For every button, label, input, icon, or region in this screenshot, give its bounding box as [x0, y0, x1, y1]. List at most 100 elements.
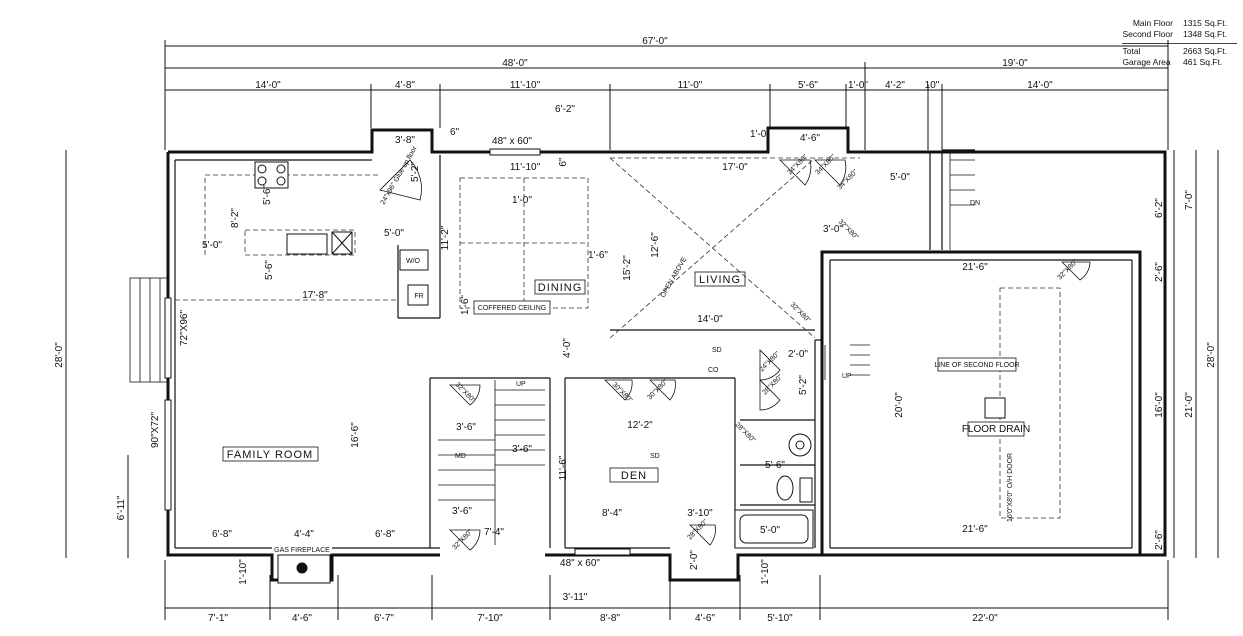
stair-md-label: MD	[455, 453, 466, 460]
co-detector-label: CO	[708, 367, 719, 374]
dim-6-11: 6'-11"	[116, 495, 127, 520]
interior-walls	[174, 149, 1133, 549]
exterior-walls	[166, 126, 1167, 582]
dim-3-0: 3'-0"	[823, 224, 843, 235]
open-above-label: OPEN ABOVE	[660, 256, 689, 299]
dim-7-4: 7'-4"	[484, 527, 504, 538]
dim-2-0: 2'-0"	[788, 349, 808, 360]
main-stairs	[438, 152, 975, 545]
room-den: DEN	[621, 470, 647, 482]
area-row-total: Total 2663 Sq.Ft.	[1122, 43, 1237, 57]
floor-drain-box	[984, 397, 1006, 419]
dim-5-2-b: 5'-2"	[798, 375, 809, 395]
dim-house-width: 48'-0"	[502, 58, 528, 69]
door-label-2: 34"X80"	[814, 153, 837, 176]
dim-1-10: 1'-10"	[238, 559, 249, 585]
garage-area-label: Garage Area	[1122, 57, 1171, 67]
window-90x72-label: 90"X72"	[150, 412, 161, 448]
area-row-main: Main Floor 1315 Sq.Ft.	[1122, 18, 1237, 29]
fridge-label: FR	[414, 293, 423, 300]
stair-up-label-2: UP	[842, 373, 852, 380]
dim-4-6: 4'-6"	[800, 133, 820, 144]
dim-top-5: 5'-6"	[798, 80, 818, 91]
dim-top-1: 14'-0"	[255, 80, 281, 91]
toilet	[776, 475, 794, 501]
kitchen-sink	[286, 233, 328, 255]
dim-5-0-c: 5'-0"	[384, 228, 404, 239]
dim-top-7: 4'-2"	[885, 80, 905, 91]
kitchen-fixtures	[254, 161, 429, 306]
dim-bottom-6: 4'-6"	[695, 613, 715, 624]
door-label-5: 32"X80"	[789, 301, 812, 324]
room-family-room: FAMILY ROOM	[227, 449, 313, 461]
dim-3-8: 3'-8"	[395, 135, 415, 146]
dim-5-6-c: 5'-6"	[765, 460, 785, 471]
room-dining: DINING	[538, 282, 583, 294]
dim-5-2: 5'-2"	[410, 162, 421, 182]
dim-11-2: 11'-2"	[440, 225, 451, 250]
door-label-14: 32"X80"	[451, 528, 474, 551]
door-label-9: 30"X80"	[646, 378, 669, 401]
dim-2-0-b: 2'-0"	[689, 550, 700, 570]
window-48x60-b-label: 48" x 60"	[560, 558, 600, 569]
dim-top-4: 11'-0"	[678, 80, 703, 91]
main-floor-label: Main Floor	[1132, 18, 1173, 28]
door-label-13: 28"X80"	[686, 518, 709, 541]
dim-1-0-b: 1'-0"	[512, 195, 532, 206]
total-label: Total	[1122, 46, 1141, 56]
door-label-3: 34"X80"	[836, 168, 859, 191]
floor-drain-label: FLOOR DRAIN	[962, 424, 1030, 435]
second-floor-value: 1348 Sq.Ft.	[1183, 29, 1227, 39]
stair-down-label: DN	[970, 200, 980, 207]
fridge-box	[407, 284, 429, 306]
gas-fireplace-box	[277, 554, 331, 584]
dim-1-10-b: 1'-10"	[760, 559, 771, 585]
dim-bottom-1: 7'-1"	[208, 613, 228, 624]
dim-bottom-3: 6'-7"	[374, 613, 394, 624]
dim-17-0: 17'-0"	[722, 162, 748, 173]
dim-top-3: 11'-10"	[510, 80, 541, 91]
door-label-12: 28"X80"	[734, 421, 757, 444]
window-72x96-label: 72"X96"	[179, 310, 190, 346]
area-row-garage: Garage Area 461 Sq.Ft.	[1122, 57, 1237, 68]
dim-1-0: 1'-0"	[750, 129, 770, 140]
dim-4-4: 4'-4"	[294, 529, 314, 540]
total-value: 2663 Sq.Ft.	[1183, 46, 1227, 56]
side-deck-stair	[129, 277, 169, 383]
dim-top-6: 1'-0"	[848, 80, 868, 91]
smoke-detector-1-label: SD	[712, 347, 722, 354]
dim-1-6-b: 1'-6"	[460, 295, 471, 315]
dim-11-10: 11'-10"	[510, 162, 541, 173]
dim-14-0: 14'-0"	[697, 314, 723, 325]
dim-5-0: 5'-0"	[890, 172, 910, 183]
coffered-ceiling-label: COFFERED CEILING	[478, 305, 546, 312]
main-floor-value: 1315 Sq.Ft.	[1183, 18, 1227, 28]
door-swings	[379, 159, 1091, 551]
line-of-second-floor-label: LINE OF SECOND FLOOR	[934, 362, 1019, 369]
dim-right-2: 6'-2"	[1154, 198, 1165, 218]
dim-top-9: 14'-0"	[1027, 80, 1053, 91]
windows	[164, 148, 631, 556]
dim-top-8: 10"	[925, 80, 940, 91]
garage-area-value: 461 Sq.Ft.	[1183, 57, 1223, 67]
dim-right-3: 2'-6"	[1154, 262, 1165, 282]
dim-4-0: 4'-0"	[562, 338, 573, 358]
kitchen-counters	[175, 157, 1061, 519]
room-living: LIVING	[699, 274, 741, 286]
dim-right-1: 7'-0"	[1184, 190, 1195, 210]
dim-depth-right: 28'-0"	[1206, 342, 1217, 368]
dim-3-6: 3'-6"	[456, 422, 476, 433]
dim-5-6-b: 5'-6"	[262, 185, 273, 205]
smoke-detector-2-label: SD	[650, 453, 660, 460]
dim-5-0-d: 5'-0"	[760, 525, 780, 536]
dim-right-6: 2'-6"	[1154, 530, 1165, 550]
dim-3-11: 3'-11"	[563, 592, 588, 603]
dim-6-8: 6'-8"	[212, 529, 232, 540]
dim-right-5: 21'-0"	[1184, 392, 1195, 418]
gas-fireplace-label: GAS FIREPLACE	[274, 547, 330, 554]
dim-bottom-8: 22'-0"	[972, 613, 998, 624]
dim-17-8: 17'-8"	[302, 290, 328, 301]
dim-total-width: 67'-0"	[642, 36, 668, 47]
dim-garage-width: 19'-0"	[1002, 58, 1028, 69]
